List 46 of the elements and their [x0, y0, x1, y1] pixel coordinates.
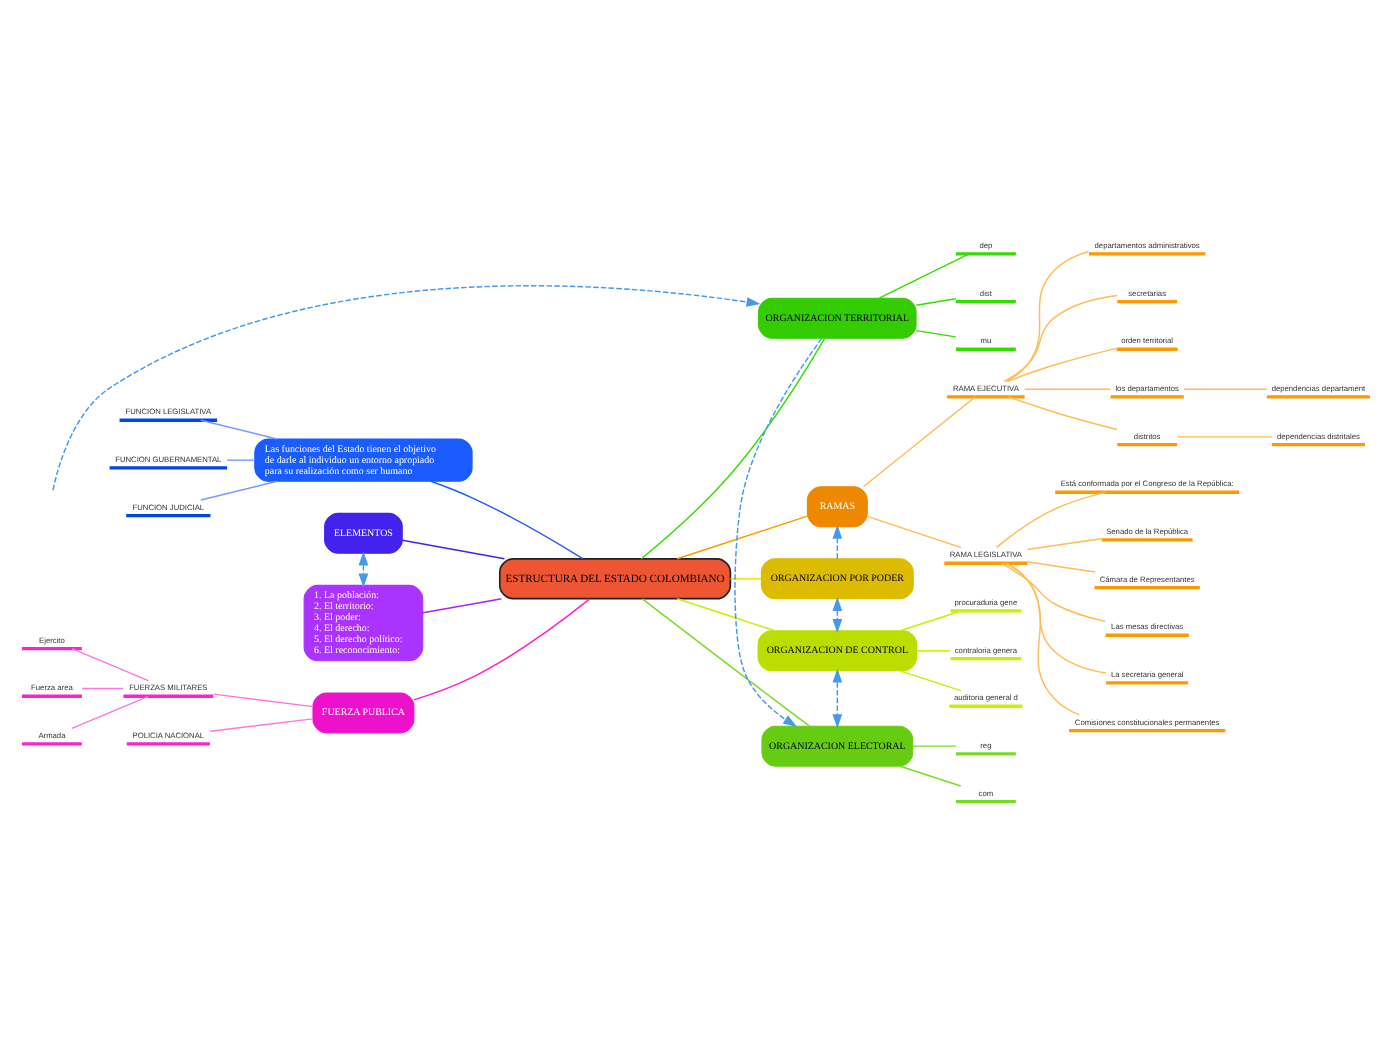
connector: [81, 687, 124, 690]
connector: [71, 648, 150, 682]
connector: [915, 297, 957, 306]
connector: [1007, 396, 1118, 431]
connector: [226, 459, 256, 461]
connector: [1026, 537, 1103, 551]
connector: [862, 396, 976, 488]
connector: [899, 765, 962, 787]
connector: [401, 539, 506, 560]
connector: [1023, 388, 1111, 390]
arrow: [52, 285, 761, 491]
connector: [71, 695, 150, 729]
arrow: [832, 524, 843, 560]
connector: [1183, 388, 1268, 390]
connector: [1006, 562, 1081, 716]
connector: [1176, 436, 1273, 438]
connector: [430, 480, 584, 560]
connector: [729, 578, 762, 580]
connector: [1006, 347, 1118, 383]
connector: [899, 670, 962, 692]
connector: [213, 693, 314, 708]
connector: [899, 610, 962, 632]
connector: [640, 337, 826, 560]
connector: [422, 598, 503, 614]
arrow: [832, 668, 843, 729]
connector: [1005, 250, 1090, 383]
connector: [912, 745, 957, 747]
connector: [878, 253, 970, 299]
connector: [1004, 562, 1107, 674]
arrow: [358, 551, 369, 588]
connector: [676, 515, 809, 560]
connector: [995, 491, 1106, 549]
connector: [916, 650, 951, 652]
connector: [200, 480, 278, 501]
connector: [200, 419, 278, 440]
connector: [641, 598, 811, 727]
arrow: [734, 337, 823, 728]
connector: [866, 515, 962, 549]
connector: [1003, 294, 1118, 383]
arrow: [832, 596, 843, 633]
connector: [1000, 562, 1106, 623]
connector: [209, 718, 314, 732]
connector: [915, 329, 957, 338]
connector: [676, 598, 776, 632]
connector: [1026, 560, 1097, 573]
connector: [413, 598, 591, 701]
